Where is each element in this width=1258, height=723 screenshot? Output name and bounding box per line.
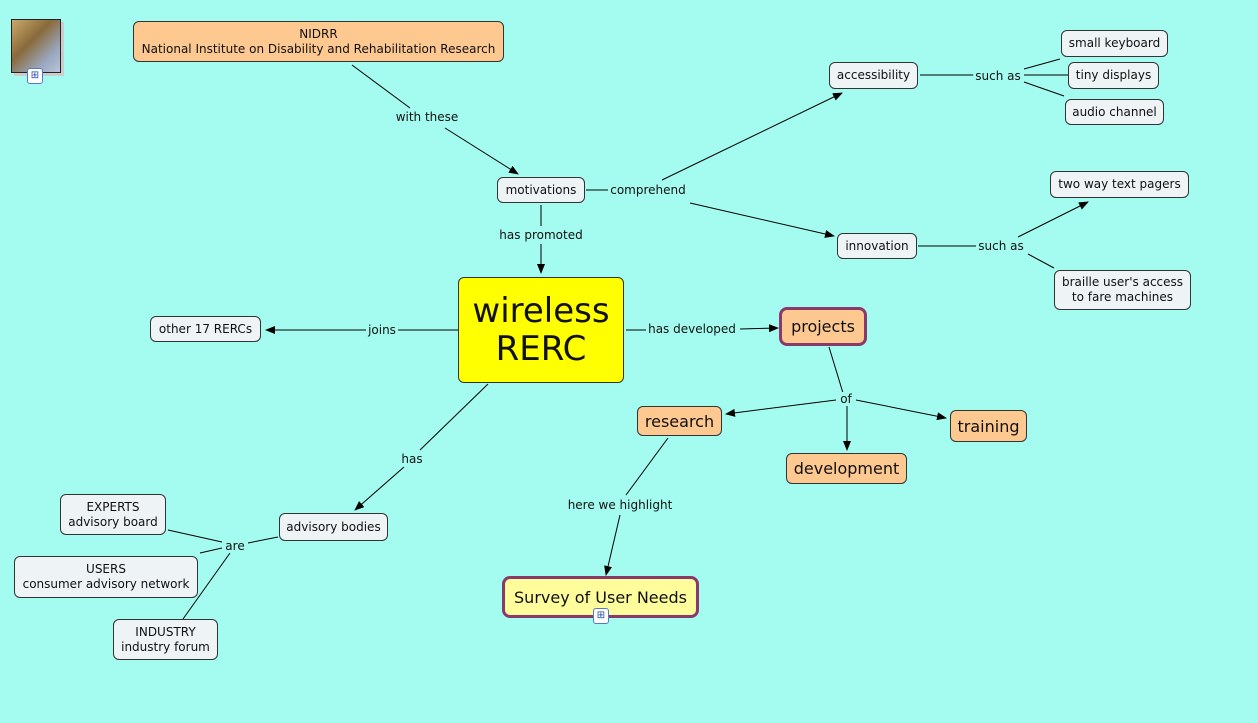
- node-other-rercs[interactable]: other 17 RERCs: [150, 316, 261, 342]
- node-subtitle: consumer advisory network: [22, 577, 190, 591]
- node-accessibility[interactable]: accessibility: [829, 62, 918, 89]
- link-label-here-we-highlight: here we highlight: [565, 498, 675, 512]
- node-tiny-displays[interactable]: tiny displays: [1068, 62, 1159, 89]
- node-development[interactable]: development: [786, 453, 907, 484]
- node-subtitle: advisory board: [68, 514, 158, 529]
- node-title: wireless: [472, 291, 610, 331]
- node-label: Survey of User Needs: [514, 587, 687, 607]
- portrait-image: [11, 19, 61, 73]
- node-users[interactable]: USERS consumer advisory network: [14, 556, 198, 598]
- node-projects[interactable]: projects: [779, 307, 867, 346]
- node-innovation[interactable]: innovation: [837, 233, 917, 259]
- node-title: EXPERTS: [86, 499, 140, 514]
- node-braille-access[interactable]: braille user's access to fare machines: [1054, 270, 1191, 310]
- node-nidrr[interactable]: NIDRR National Institute on Disability a…: [133, 21, 504, 62]
- node-title: NIDRR: [299, 26, 338, 41]
- node-label: to fare machines: [1071, 290, 1174, 304]
- link-label-has: has: [399, 452, 425, 466]
- node-survey-of-user-needs[interactable]: Survey of User Needs: [502, 576, 699, 618]
- node-label: small keyboard: [1068, 36, 1161, 50]
- node-experts[interactable]: EXPERTS advisory board: [60, 494, 166, 535]
- node-motivations[interactable]: motivations: [497, 177, 585, 203]
- link-label-with-these: with these: [393, 110, 461, 124]
- node-training[interactable]: training: [950, 410, 1027, 442]
- node-small-keyboard[interactable]: small keyboard: [1061, 30, 1168, 57]
- node-label: accessibility: [836, 68, 911, 82]
- node-label: tiny displays: [1075, 68, 1152, 82]
- node-label: audio channel: [1072, 104, 1157, 119]
- node-label: other 17 RERCs: [158, 321, 253, 336]
- link-label-such-as: such as: [973, 69, 1023, 83]
- node-research[interactable]: research: [637, 406, 722, 436]
- link-label-comprehend: comprehend: [608, 183, 688, 197]
- node-audio-channel[interactable]: audio channel: [1065, 99, 1164, 125]
- node-label: advisory bodies: [286, 519, 381, 534]
- link-label-are: are: [223, 539, 247, 553]
- submap-icon[interactable]: ⊞: [27, 68, 43, 84]
- link-label-of: of: [838, 392, 854, 406]
- link-label-such-as: such as: [976, 239, 1026, 253]
- submap-icon[interactable]: ⊞: [593, 608, 609, 624]
- node-wireless-rerc[interactable]: wireless RERC: [458, 277, 624, 383]
- node-label: projects: [791, 317, 855, 336]
- node-title: INDUSTRY: [135, 624, 196, 639]
- link-label-joins: joins: [366, 323, 398, 337]
- node-advisory-bodies[interactable]: advisory bodies: [279, 513, 388, 541]
- node-label: development: [793, 459, 900, 478]
- node-subtitle: National Institute on Disability and Reh…: [141, 41, 496, 56]
- node-two-way-text-pagers[interactable]: two way text pagers: [1050, 171, 1189, 198]
- node-subtitle: industry forum: [121, 639, 210, 654]
- node-title: RERC: [495, 329, 587, 369]
- link-label-has-developed: has developed: [646, 322, 738, 336]
- node-label: braille user's access: [1061, 275, 1184, 289]
- node-industry[interactable]: INDUSTRY industry forum: [113, 619, 218, 660]
- node-label: motivations: [505, 182, 577, 197]
- node-label: research: [644, 411, 715, 431]
- node-label: two way text pagers: [1058, 177, 1181, 191]
- node-label: training: [957, 416, 1020, 436]
- link-label-has-promoted: has promoted: [497, 228, 585, 242]
- node-label: innovation: [845, 238, 909, 253]
- node-title: USERS: [86, 562, 126, 576]
